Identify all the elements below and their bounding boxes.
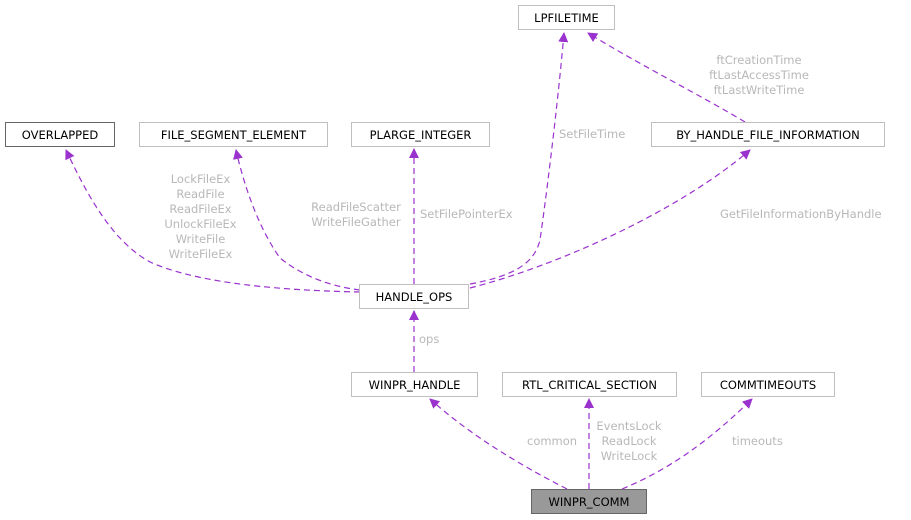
node-commtimeouts[interactable]: COMMTIMEOUTS: [701, 372, 835, 397]
edge-handle-ops-to-overlapped: [65, 149, 361, 293]
edge-label-overlapped: LockFileEx ReadFile ReadFileEx UnlockFil…: [164, 172, 237, 261]
edge-winpr-comm-to-commtimeouts: [621, 398, 753, 490]
edge-handle-ops-to-lpfiletime: [469, 32, 569, 285]
node-winpr-comm[interactable]: WINPR_COMM: [531, 489, 647, 514]
edge-winpr-comm-to-winpr-handle: [429, 398, 568, 490]
node-file-segment-element[interactable]: FILE_SEGMENT_ELEMENT: [139, 122, 328, 147]
node-rtl-critical-section[interactable]: RTL_CRITICAL_SECTION: [502, 372, 677, 397]
node-overlapped[interactable]: OVERLAPPED: [5, 122, 115, 147]
node-handle-ops[interactable]: HANDLE_OPS: [359, 284, 469, 309]
edge-label-filetime-fields: ftCreationTime ftLastAccessTime ftLastWr…: [709, 53, 809, 97]
edge-label-set-file-time: SetFileTime: [559, 127, 626, 141]
edge-label-plarge-integer: SetFilePointerEx: [420, 207, 513, 221]
edge-label-file-segment-element: ReadFileScatter WriteFileGather: [311, 200, 401, 229]
node-winpr-handle[interactable]: WINPR_HANDLE: [351, 372, 478, 397]
edge-label-get-file-information: GetFileInformationByHandle: [720, 207, 882, 221]
edge-label-timeouts: timeouts: [732, 434, 783, 448]
edge-label-locks: EventsLock ReadLock WriteLock: [596, 419, 662, 463]
edge-label-ops: ops: [419, 332, 440, 346]
node-by-handle-file-information[interactable]: BY_HANDLE_FILE_INFORMATION: [651, 122, 885, 147]
node-plarge-integer[interactable]: PLARGE_INTEGER: [351, 122, 490, 147]
edge-label-common: common: [527, 434, 578, 448]
node-lpfiletime[interactable]: LPFILETIME: [518, 5, 615, 30]
edge-handle-ops-to-file-segment-element: [233, 149, 361, 291]
